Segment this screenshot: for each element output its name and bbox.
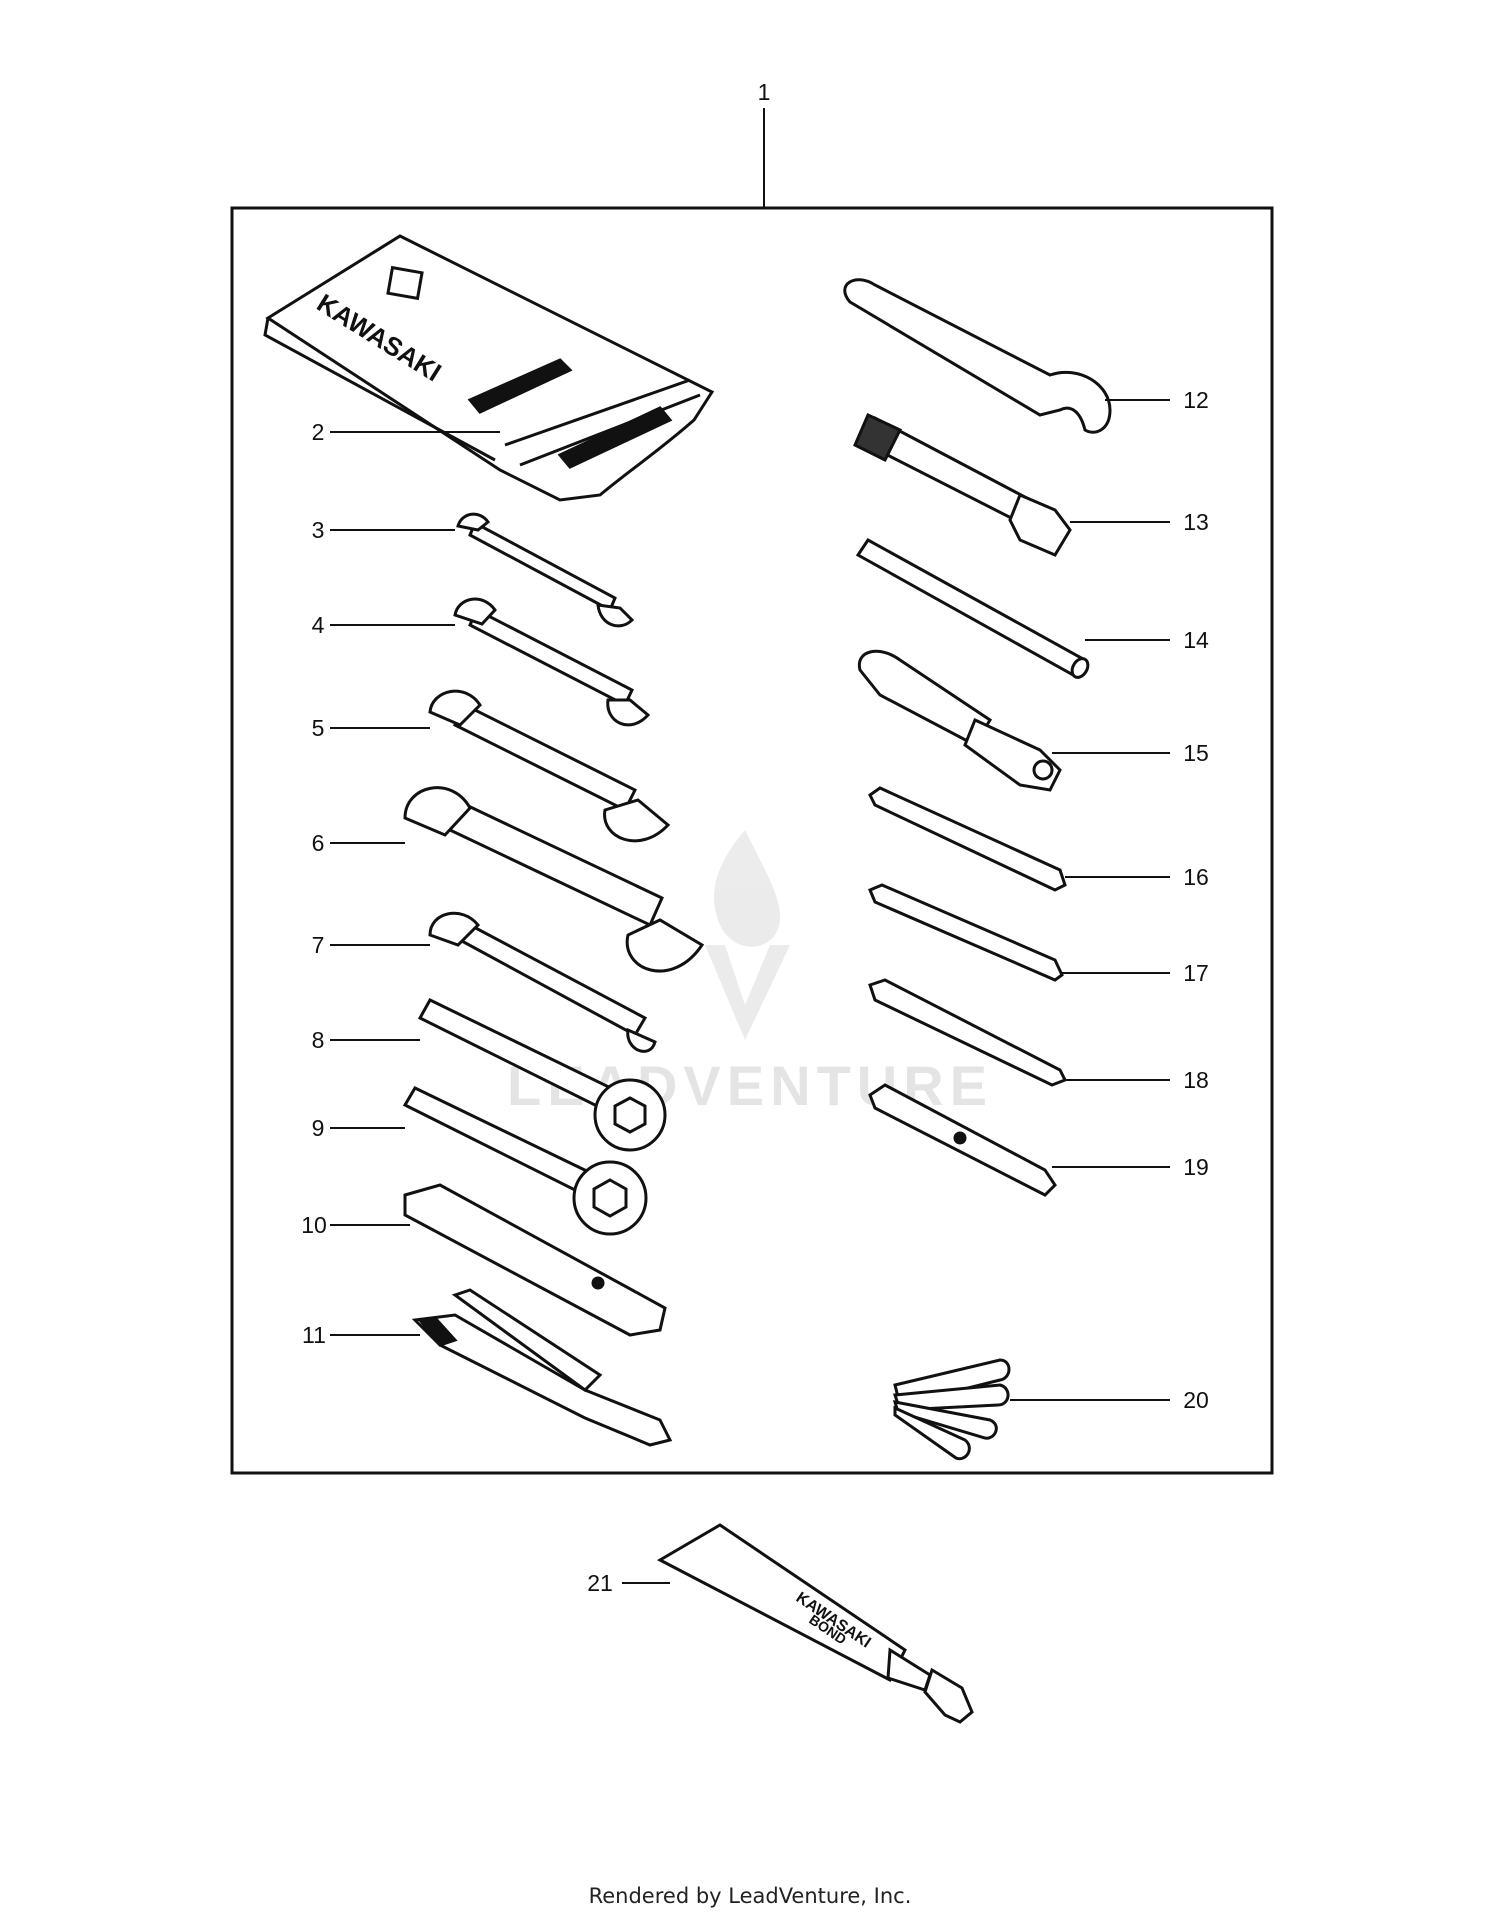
screwdriver-bit-icon-16 [868, 786, 1067, 892]
callout-19: 19 [1183, 1154, 1209, 1180]
callout-15: 15 [1183, 740, 1209, 766]
tool-bag-icon: KAWASAKI [263, 234, 715, 502]
bond-tube-icon-21: KAWASAKI BOND [656, 1523, 974, 1724]
callout-1: 1 [758, 79, 771, 105]
box-wrench-icon-8 [417, 998, 667, 1152]
pliers-icon-11 [411, 1288, 673, 1447]
callout-13: 13 [1183, 509, 1209, 535]
callout-11: 11 [302, 1322, 326, 1348]
callout-5: 5 [312, 715, 325, 741]
callout-7: 7 [312, 932, 325, 958]
wrench-icon-6 [403, 786, 705, 973]
wrench-icon-4 [453, 597, 651, 727]
callout-12: 12 [1183, 387, 1209, 413]
callout-4: 4 [312, 612, 325, 638]
screwdriver-handle-icon-15 [857, 649, 1062, 792]
callout-8: 8 [312, 1027, 325, 1053]
screwdriver-bit-icon-17 [868, 883, 1064, 982]
footer-credit: Rendered by LeadVenture, Inc. [588, 1884, 912, 1908]
tool-kit-boundary [230, 206, 1274, 1475]
flame-logo-icon [714, 830, 781, 947]
callouts: 2 3 4 5 6 7 8 9 10 11 12 13 14 15 16 17 … [301, 387, 1209, 1596]
wrench-icon-5 [428, 689, 671, 843]
spark-plug-wrench-icon-13 [853, 412, 1072, 557]
callout-21: 21 [587, 1570, 613, 1596]
callout-20: 20 [1183, 1387, 1209, 1413]
tire-lever-icon-10 [403, 1183, 667, 1337]
hook-spanner-icon-12 [843, 278, 1112, 434]
wrench-icon-3 [456, 512, 635, 628]
callout-2: 2 [312, 419, 325, 445]
callout-18: 18 [1183, 1067, 1209, 1093]
callout-6: 6 [312, 830, 325, 856]
v-logo-icon [705, 945, 790, 1040]
callout-16: 16 [1183, 864, 1209, 890]
wrench-icon-7 [428, 911, 657, 1053]
feeler-gauge-icon-20 [892, 1358, 1011, 1461]
callout-9: 9 [312, 1115, 325, 1141]
callout-14: 14 [1183, 627, 1209, 653]
callout-3: 3 [312, 517, 325, 543]
box-wrench-icon-9 [402, 1086, 648, 1236]
callout-17: 17 [1183, 960, 1209, 986]
rod-icon-14 [855, 538, 1090, 679]
callout-10: 10 [301, 1212, 327, 1238]
spoke-wrench-icon-19 [868, 1083, 1057, 1197]
leader-lines [330, 399, 1170, 1584]
